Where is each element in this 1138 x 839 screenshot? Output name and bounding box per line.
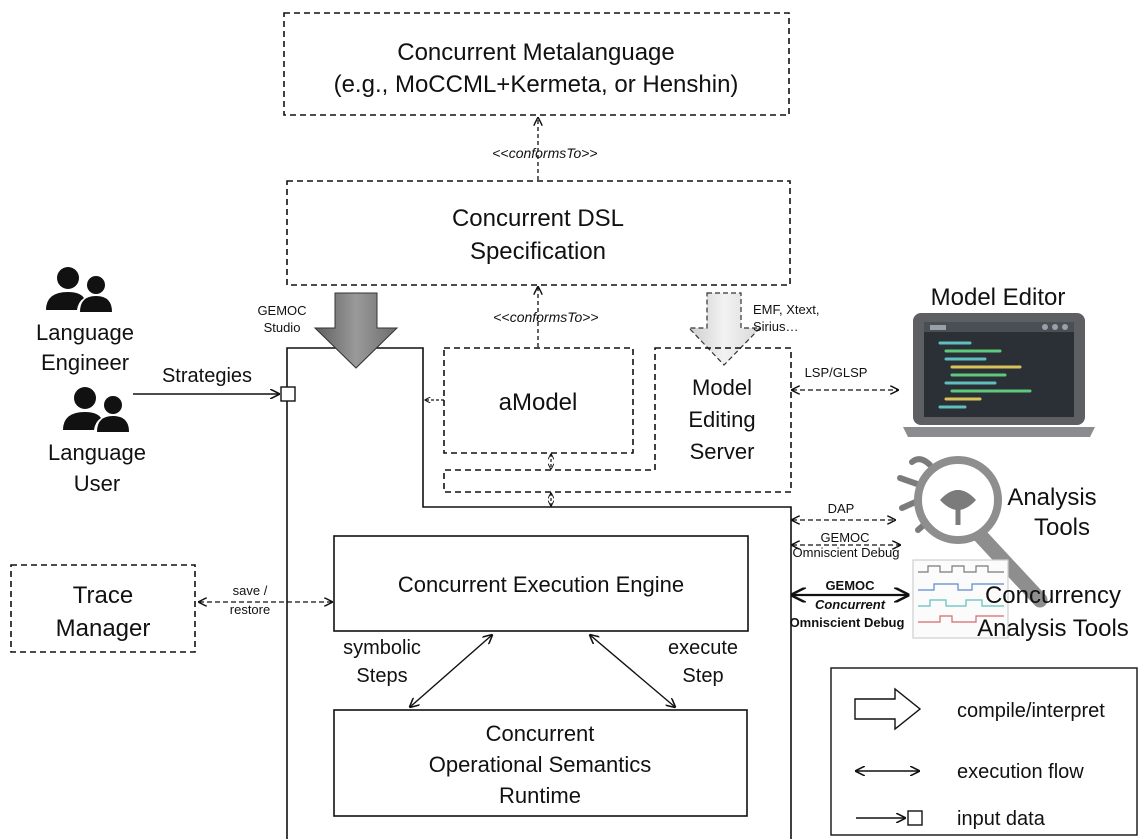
trace-manager-line1: Trace — [73, 582, 133, 609]
gemoc-omni-line1: GEMOC — [820, 530, 869, 545]
emf-label-line1: EMF, Xtext, — [753, 302, 819, 317]
symbolic-steps-line2: Steps — [356, 665, 407, 687]
execution-engine-box — [333, 535, 749, 632]
gemoc-conc-line1: GEMOC — [825, 578, 875, 593]
amodel-label: aModel — [499, 389, 578, 416]
execute-step-line1: execute — [668, 637, 738, 659]
model-editor-title: Model Editor — [931, 284, 1066, 311]
runtime-line2: Operational Semantics — [429, 752, 652, 777]
people-icon — [63, 387, 129, 432]
metalanguage-subtitle: (e.g., MoCCML+Kermeta, or Henshin) — [334, 71, 739, 98]
execution-container-outline — [286, 347, 792, 839]
user-label-line2: User — [74, 471, 120, 496]
save-restore-line1: save / — [233, 583, 268, 598]
conforms-to-mid-label: <<conformsTo>> — [493, 309, 598, 325]
dsl-spec-box — [286, 180, 791, 286]
trace-manager-box — [10, 564, 196, 653]
concurrency-tools-line2: Analysis Tools — [977, 615, 1129, 642]
legend-compile-arrow-icon — [854, 687, 922, 731]
people-icon — [46, 267, 112, 312]
laptop-icon — [903, 313, 1095, 437]
dap-label: DAP — [828, 501, 855, 516]
bug-magnifier-icon — [897, 456, 1048, 608]
runtime-box — [333, 709, 748, 817]
dsl-spec-title: Concurrent DSL — [452, 205, 624, 232]
legend-execution-label: execution flow — [957, 761, 1084, 783]
save-restore-line2: restore — [230, 602, 270, 617]
editing-server-line3: Server — [690, 439, 755, 464]
legend-input-label: input data — [957, 808, 1046, 830]
engineer-label-line1: Language — [36, 320, 134, 345]
lsp-label: LSP/GLSP — [805, 365, 868, 380]
metalanguage-box — [283, 12, 790, 116]
editing-server-box — [443, 347, 792, 493]
editing-server-line2: Editing — [688, 407, 755, 432]
legend-compile-label: compile/interpret — [957, 700, 1105, 722]
engineer-label-line2: Engineer — [41, 350, 129, 375]
waveform-icon — [912, 559, 1009, 639]
gemoc-studio-label-line2: Studio — [264, 320, 301, 335]
trace-manager-line2: Manager — [56, 615, 151, 642]
analysis-tools-line2: Tools — [1034, 514, 1090, 541]
gemoc-studio-label-line1: GEMOC — [257, 303, 306, 318]
dsl-spec-subtitle: Specification — [470, 238, 606, 265]
conforms-to-top-label: <<conformsTo>> — [492, 145, 597, 161]
concurrency-tools-line1: Concurrency — [985, 582, 1121, 609]
user-label-line1: Language — [48, 440, 146, 465]
runtime-line1: Concurrent — [486, 721, 595, 746]
runtime-line3: Runtime — [499, 783, 581, 808]
gemoc-studio-arrow — [313, 292, 399, 369]
execution-engine-label: Concurrent Execution Engine — [398, 572, 684, 597]
editing-server-line1: Model — [692, 375, 752, 400]
metalanguage-title: Concurrent Metalanguage — [397, 39, 675, 66]
emf-arrow — [687, 292, 762, 366]
analysis-tools-line1: Analysis — [1007, 484, 1096, 511]
symbolic-steps-arrow — [410, 635, 492, 707]
execute-step-arrow — [590, 635, 675, 707]
execute-step-line2: Step — [682, 665, 723, 687]
gemoc-omni-line2: Omniscient Debug — [793, 545, 900, 560]
emf-label-line2: Sirius… — [753, 319, 799, 334]
strategies-input-port — [280, 386, 296, 402]
gemoc-conc-line3: Omniscient Debug — [790, 615, 905, 630]
legend-box — [830, 667, 1138, 836]
legend-input-port-icon — [907, 810, 923, 826]
strategies-label: Strategies — [162, 365, 252, 387]
symbolic-steps-line1: symbolic — [343, 637, 421, 659]
gemoc-conc-line2: Concurrent — [815, 597, 886, 612]
